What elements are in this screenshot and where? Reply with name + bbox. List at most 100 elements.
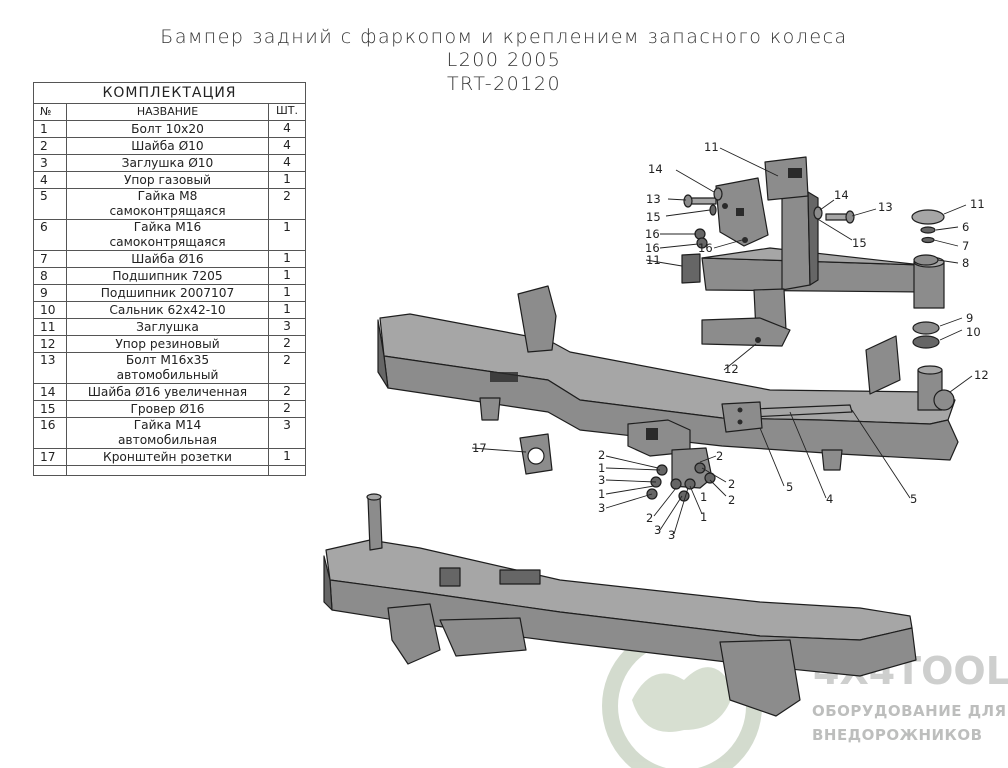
seal-10 xyxy=(912,335,940,349)
tow-mount-plate xyxy=(671,447,713,489)
bracket-ring xyxy=(527,447,545,465)
rear-bumper xyxy=(377,285,959,471)
leader-line xyxy=(605,455,659,469)
leader-line xyxy=(789,411,827,499)
rubber-stop-12 xyxy=(933,389,955,411)
callout-13: 13 xyxy=(878,200,893,214)
callout-16: 16 xyxy=(645,241,660,255)
leader-line xyxy=(709,479,727,497)
row-name-line1: Гайка М14 xyxy=(133,418,202,432)
leader-line xyxy=(675,169,715,193)
assembled-bracket-mid xyxy=(439,617,527,657)
leader-line xyxy=(939,329,963,341)
row-name-line2: самоконтрящаяся xyxy=(109,235,226,249)
hinge-hole xyxy=(722,203,728,209)
callout-16: 16 xyxy=(698,241,713,255)
cap-plug-11 xyxy=(911,209,945,225)
leader-line xyxy=(935,226,959,231)
row-name-line2: автомобильный xyxy=(116,368,219,382)
row-num: 17 xyxy=(33,448,67,466)
nut-16-a xyxy=(694,228,706,240)
cap-3 xyxy=(684,478,696,490)
leader-line xyxy=(719,147,779,177)
row-name-line2: автомобильная xyxy=(117,433,218,447)
bolt-shaft xyxy=(689,197,717,205)
parts-table-caption: КОМПЛЕКТАЦИЯ xyxy=(33,82,306,104)
leader-line xyxy=(645,259,683,267)
leader-line xyxy=(937,259,959,264)
callout-12: 12 xyxy=(974,368,989,382)
assembled-bracket-left xyxy=(387,603,441,665)
strut-bracket xyxy=(721,401,763,433)
hinge-hole xyxy=(742,237,748,243)
carrier-top-slot xyxy=(788,168,802,178)
callout-3: 3 xyxy=(598,473,605,487)
bearing-9 xyxy=(912,321,940,335)
callout-15: 15 xyxy=(852,236,867,250)
callout-3: 3 xyxy=(654,523,661,537)
callout-3: 3 xyxy=(668,528,675,542)
leader-line xyxy=(939,317,963,327)
callout-2: 2 xyxy=(646,511,653,525)
bearing-8 xyxy=(913,254,939,266)
callout-12: 12 xyxy=(724,362,739,376)
callout-1: 1 xyxy=(700,510,707,524)
callout-13: 13 xyxy=(646,192,661,206)
callout-8: 8 xyxy=(962,256,969,270)
bolt-13-right xyxy=(825,210,855,224)
callout-5: 5 xyxy=(786,480,793,494)
row-name: Упор резиновый xyxy=(66,335,269,353)
watermark-line2: ВНЕДОРОЖНИКОВ xyxy=(812,726,983,744)
hinge-square-hole xyxy=(736,208,744,216)
model-name: L200 2005 xyxy=(446,49,562,71)
cap-plug-11-side xyxy=(681,253,701,284)
callout-4: 4 xyxy=(826,492,833,506)
assembled-plate xyxy=(499,569,541,585)
drawing-title: Бампер задний с фаркопом и креплением за… xyxy=(160,26,848,48)
carrier-latch xyxy=(701,317,791,347)
bumper-front-face xyxy=(383,355,959,461)
callout-9: 9 xyxy=(966,311,973,325)
leader-line xyxy=(759,427,785,487)
spare-wheel-carrier xyxy=(681,156,945,349)
leader-line xyxy=(659,243,699,249)
cap-3 xyxy=(678,490,690,502)
latch-hole xyxy=(755,337,761,343)
callout-7: 7 xyxy=(962,239,969,253)
callout-labels: 11 14 13 15 16 16 16 11 14 13 15 11 6 7 … xyxy=(472,140,989,542)
part-number: TRT-20120 xyxy=(446,73,562,95)
assembled-plate xyxy=(439,567,461,587)
callout-2: 2 xyxy=(598,448,605,462)
watermark-line1: ОБОРУДОВАНИЕ ДЛЯ xyxy=(812,702,1007,720)
leader-line xyxy=(699,455,717,463)
leader-line xyxy=(667,198,687,201)
callout-2: 2 xyxy=(728,477,735,491)
bolt-13-left xyxy=(683,194,717,208)
washer-14-right xyxy=(813,206,823,220)
leader-line xyxy=(713,239,743,249)
bumper-foot-left xyxy=(479,397,501,421)
callout-14: 14 xyxy=(648,162,663,176)
assembled-hinge-pin xyxy=(367,495,383,551)
callout-10: 10 xyxy=(966,325,981,339)
washer-14-left xyxy=(713,187,723,201)
bumper-foot-right xyxy=(821,449,843,471)
bolt-head xyxy=(683,194,693,208)
leader-line xyxy=(471,447,527,453)
leader-line xyxy=(659,495,683,531)
callout-14: 14 xyxy=(834,188,849,202)
leader-line xyxy=(723,343,757,371)
pin-top xyxy=(917,365,943,375)
leader-line xyxy=(605,485,655,495)
bracket-hole xyxy=(737,407,743,413)
